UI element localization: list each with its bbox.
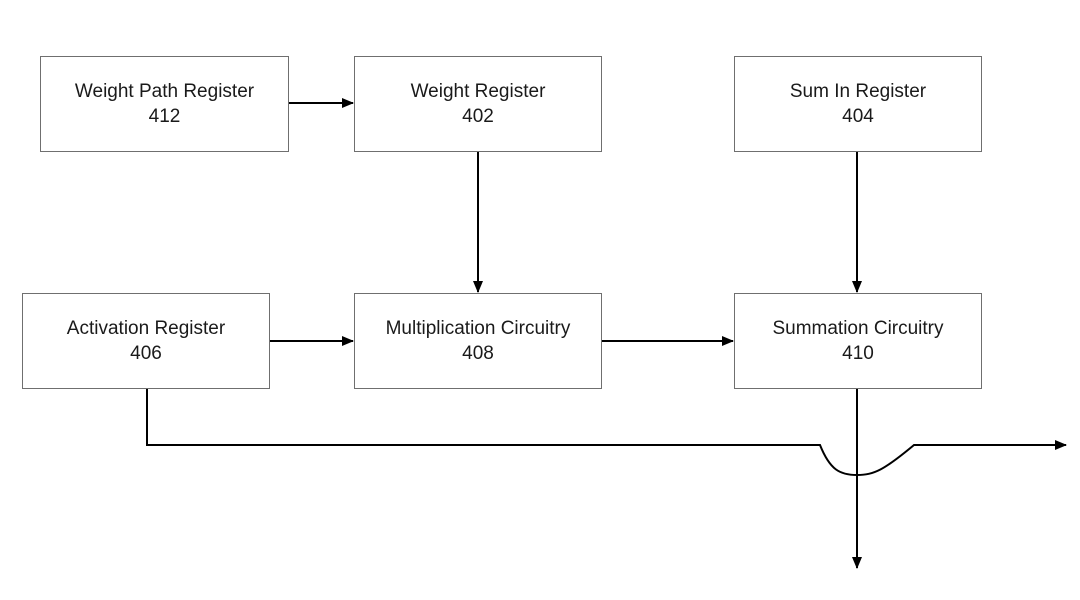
weight-register-number: 402 (462, 106, 494, 127)
sum-in-register-number: 404 (842, 106, 874, 127)
activation-register-number: 406 (130, 343, 162, 364)
summation-circuitry-box: Summation Circuitry 410 (734, 293, 982, 389)
weight-register-box: Weight Register 402 (354, 56, 602, 152)
multiplication-circuitry-label: Multiplication Circuitry (385, 318, 571, 339)
sum-in-register-label: Sum In Register (789, 81, 927, 102)
sum-in-register-box: Sum In Register 404 (734, 56, 982, 152)
weight-path-register-label: Weight Path Register (74, 81, 255, 102)
multiplication-circuitry-box: Multiplication Circuitry 408 (354, 293, 602, 389)
arrow-activation-output-right (146, 389, 1067, 477)
multiplication-circuitry-number: 408 (462, 343, 494, 364)
activation-register-box: Activation Register 406 (22, 293, 270, 389)
weight-path-register-number: 412 (148, 106, 181, 127)
activation-register-label: Activation Register (66, 318, 226, 339)
weight-path-register-box: Weight Path Register 412 (40, 56, 289, 152)
weight-register-label: Weight Register (410, 81, 546, 102)
summation-circuitry-number: 410 (842, 343, 874, 364)
summation-circuitry-label: Summation Circuitry (772, 318, 944, 339)
